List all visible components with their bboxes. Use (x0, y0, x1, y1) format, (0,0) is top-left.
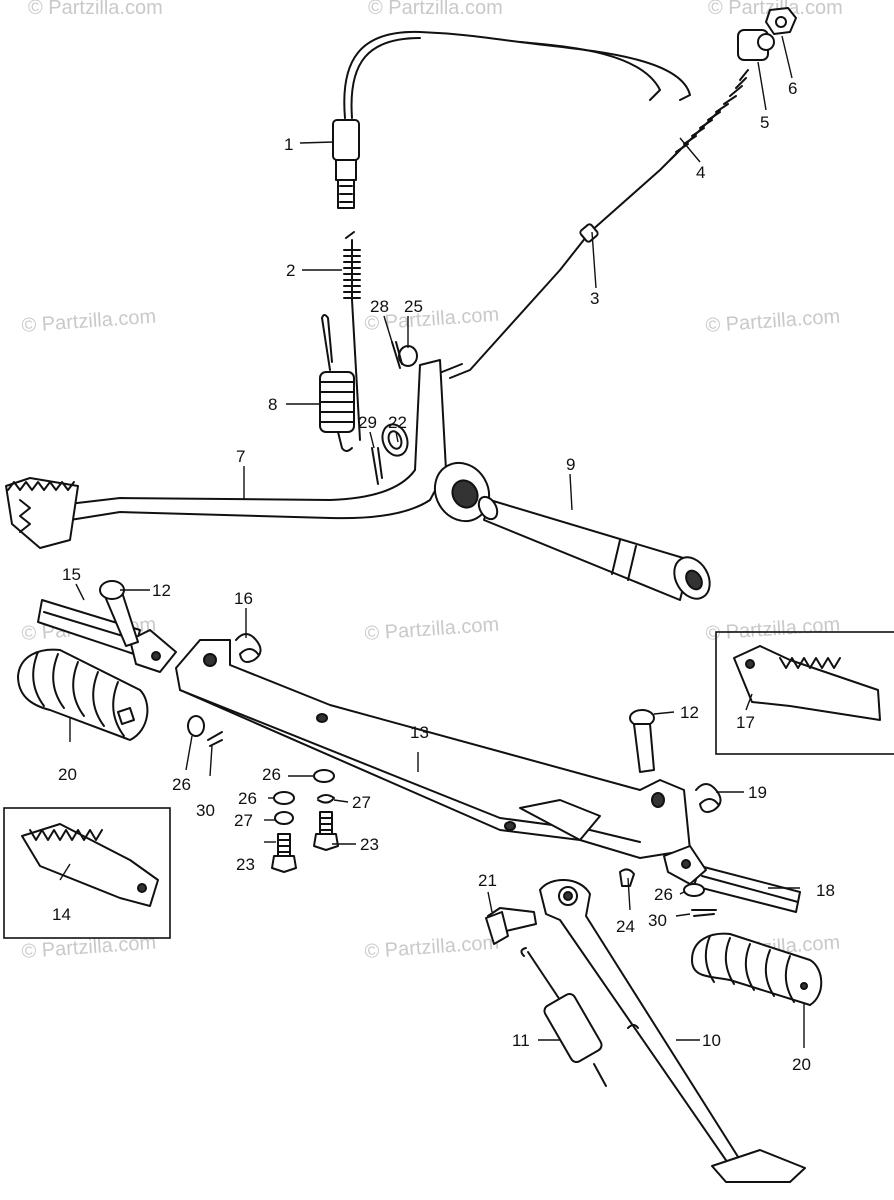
pedal-pivot-shaft (477, 495, 711, 601)
watermark: © Partzilla.com (368, 0, 503, 19)
callout-25: 25 (404, 297, 423, 316)
hardware-small-parts (187, 715, 717, 917)
callout-1: 1 (284, 135, 293, 154)
callout-3: 3 (590, 289, 599, 308)
callout-2: 2 (286, 261, 295, 280)
step-spring-right (695, 783, 722, 813)
side-stand (485, 878, 806, 1183)
callout-23: 23 (360, 835, 379, 854)
callout-12: 12 (680, 703, 699, 722)
callout-20: 20 (792, 1055, 811, 1074)
callout-21: 21 (478, 871, 497, 890)
right-step-arm (663, 845, 801, 913)
callout-19: 19 (748, 783, 767, 802)
callout-labels: 1 2 3 4 5 6 7 8 9 10 11 12 12 13 14 15 1… (52, 79, 835, 1074)
leader-lines (59, 35, 805, 1048)
callout-6: 6 (788, 79, 797, 98)
callout-12: 12 (152, 581, 171, 600)
callout-5: 5 (760, 113, 769, 132)
watermark: © Partzilla.com (705, 614, 841, 645)
callout-26: 26 (238, 789, 257, 808)
callout-18: 18 (816, 881, 835, 900)
callout-27: 27 (234, 811, 253, 830)
callout-30: 30 (196, 801, 215, 820)
brake-rod-joint (737, 7, 797, 61)
callout-9: 9 (566, 455, 575, 474)
switch-spring (343, 231, 361, 441)
watermark: © Partzilla.com (21, 306, 157, 337)
watermark: © Partzilla.com (364, 614, 500, 645)
watermark: © Partzilla.com (21, 932, 157, 963)
callout-30: 30 (648, 911, 667, 930)
callout-16: 16 (234, 589, 253, 608)
callout-27: 27 (352, 793, 371, 812)
watermark: © Partzilla.com (705, 306, 841, 337)
inset-right-footpeg (715, 631, 894, 755)
watermark: © Partzilla.com (28, 0, 163, 19)
callout-23: 23 (236, 855, 255, 874)
callout-10: 10 (702, 1031, 721, 1050)
callout-26: 26 (654, 885, 673, 904)
callout-15: 15 (62, 565, 81, 584)
watermark: © Partzilla.com (364, 932, 500, 963)
callout-11: 11 (512, 1031, 530, 1050)
step-spring-left (235, 633, 262, 663)
callout-14: 14 (52, 905, 71, 924)
callout-24: 24 (616, 917, 635, 936)
callout-7: 7 (236, 447, 245, 466)
brake-light-switch (332, 30, 691, 209)
brake-pedal-return-spring (319, 314, 355, 452)
step-bar (175, 639, 691, 859)
step-pin-right (629, 709, 655, 773)
brake-pedal (5, 359, 491, 549)
callout-26: 26 (172, 775, 191, 794)
callout-17: 17 (736, 713, 755, 732)
callout-22: 22 (388, 413, 407, 432)
step-rubber-right (691, 932, 823, 1006)
callout-4: 4 (696, 163, 705, 182)
callout-28: 28 (370, 297, 389, 316)
brake-rod (441, 69, 749, 379)
callout-8: 8 (268, 395, 277, 414)
callout-20: 20 (58, 765, 77, 784)
callout-13: 13 (410, 723, 429, 742)
callout-26: 26 (262, 765, 281, 784)
step-rubber-left (17, 648, 149, 741)
callout-29: 29 (358, 413, 377, 432)
inset-left-footpeg (3, 807, 171, 939)
